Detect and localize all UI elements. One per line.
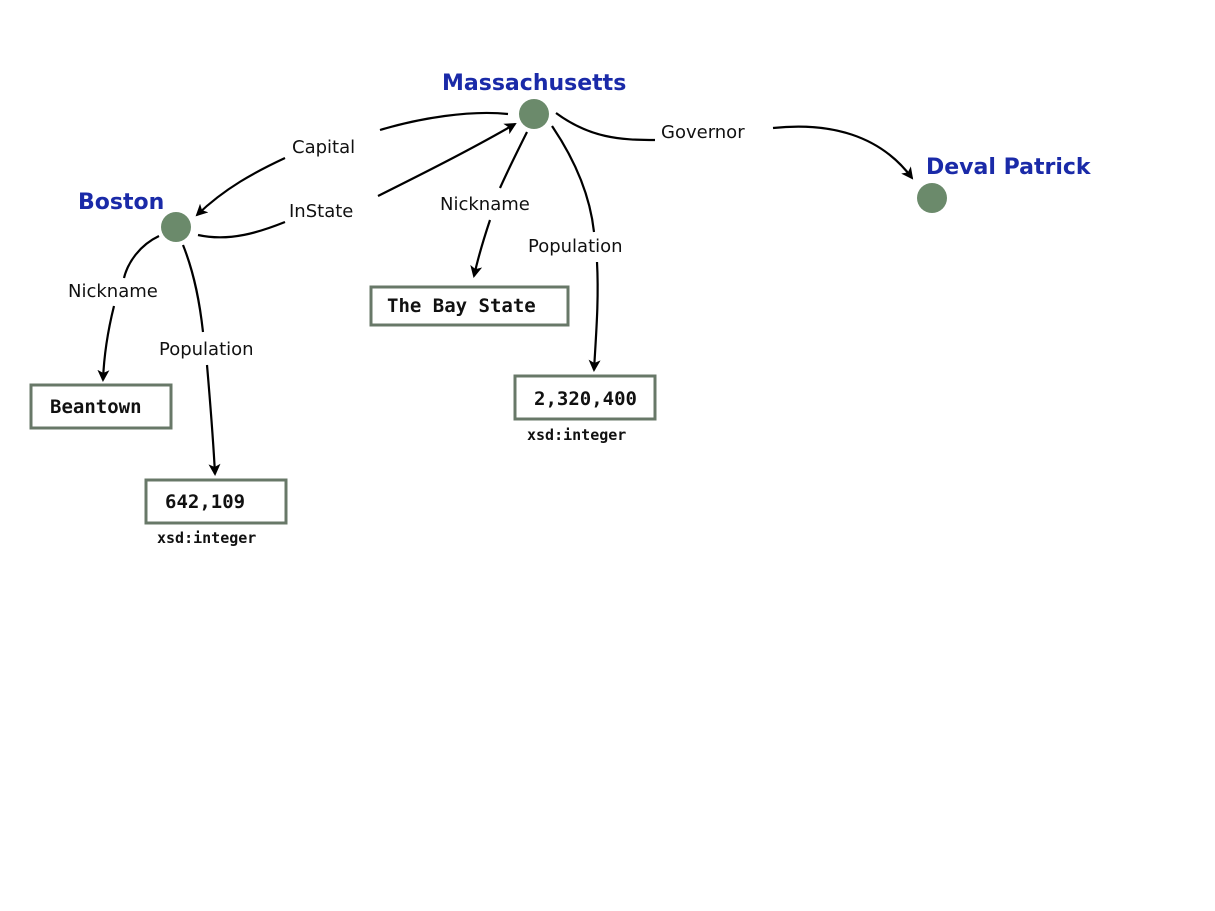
datatype-label: xsd:integer: [527, 426, 626, 444]
literal-box[interactable]: [369, 285, 570, 327]
resource-node-circle[interactable]: [161, 212, 191, 242]
literal-beantown[interactable]: Beantown: [29, 383, 173, 430]
node-deval-patrick[interactable]: Deval Patrick: [917, 155, 1092, 213]
literal-text: 642,109: [165, 491, 245, 513]
edge-boston-population: Population: [159, 244, 254, 476]
edge-capital: Capital: [195, 111, 509, 217]
edge-label-mass-nickname: Nickname: [440, 194, 530, 215]
edge-mass-population: Population: [528, 125, 623, 372]
edge-label-governor: Governor: [661, 122, 745, 143]
literal-text: Beantown: [50, 396, 142, 418]
node-boston[interactable]: Boston: [78, 190, 191, 242]
literal-text: The Bay State: [387, 295, 536, 317]
edge-label-capital: Capital: [292, 137, 355, 158]
literal-the-bay-state[interactable]: The Bay State: [369, 285, 570, 327]
node-label-deval-patrick: Deval Patrick: [926, 155, 1092, 180]
edge-label-boston-population: Population: [159, 339, 254, 360]
literal-box[interactable]: [29, 383, 173, 430]
node-label-massachusetts: Massachusetts: [442, 71, 626, 96]
datatype-label: xsd:integer: [157, 529, 256, 547]
literal-box[interactable]: [513, 374, 657, 421]
resource-node-circle[interactable]: [519, 99, 549, 129]
literal-text: 2,320,400: [534, 388, 637, 410]
node-label-boston: Boston: [78, 190, 164, 215]
literal-pop-boston[interactable]: 642,109 xsd:integer: [144, 478, 288, 547]
literal-box[interactable]: [144, 478, 288, 525]
edge-boston-nickname: Nickname: [68, 235, 160, 382]
resource-node-circle[interactable]: [917, 183, 947, 213]
edge-label-instate: InState: [289, 201, 353, 222]
edge-label-mass-population: Population: [528, 236, 623, 257]
edge-mass-nickname: Nickname: [440, 131, 530, 278]
edge-governor: Governor: [555, 112, 914, 180]
node-massachusetts[interactable]: Massachusetts: [442, 71, 626, 129]
edge-instate: InState: [197, 122, 517, 239]
edge-label-boston-nickname: Nickname: [68, 281, 158, 302]
literal-pop-mass[interactable]: 2,320,400 xsd:integer: [513, 374, 657, 444]
